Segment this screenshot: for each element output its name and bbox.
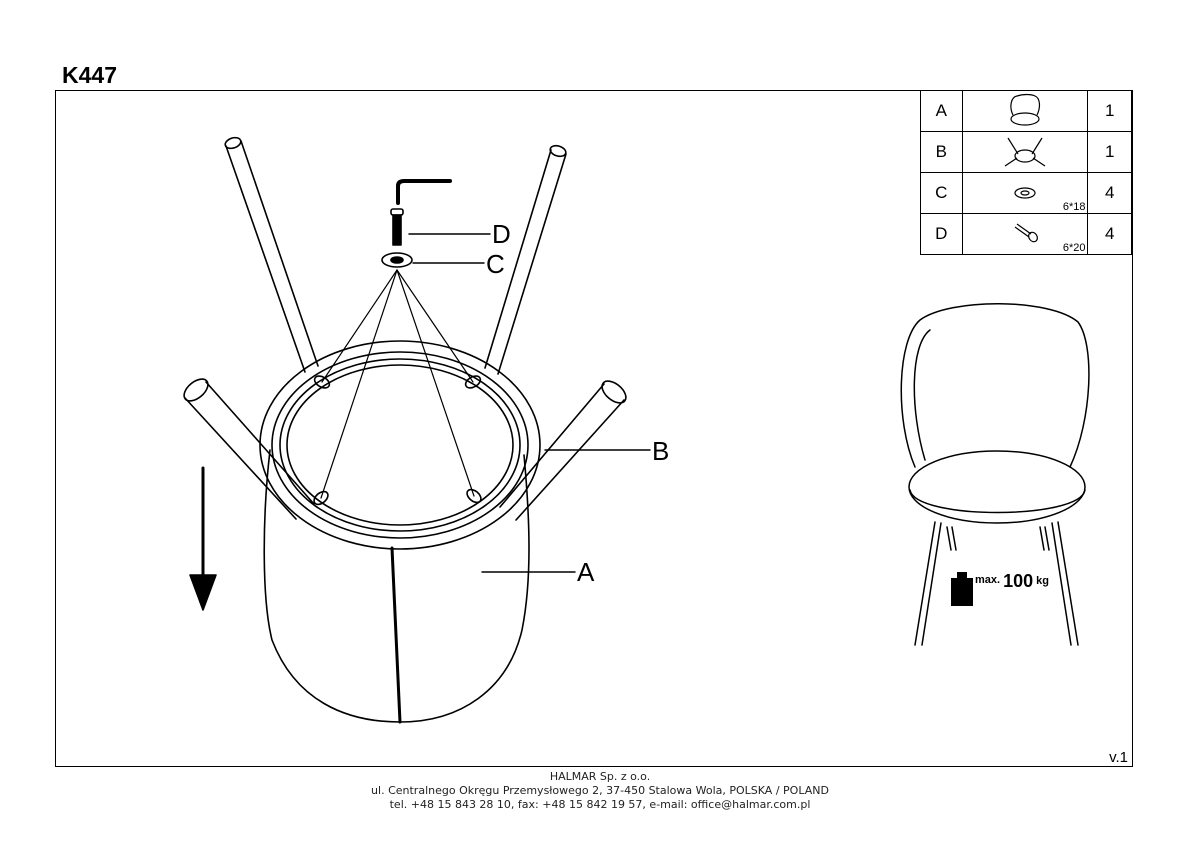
bolt-icon [1014,223,1038,243]
mount-slot [313,490,329,506]
table-row: A 1 [920,90,1132,132]
model-number: K447 [62,62,117,88]
leg-front-right [499,380,627,521]
direction-arrow-icon [189,466,217,611]
assembly-lines [320,269,475,499]
leg-front-left [183,378,315,520]
version-label: v.1 [1109,749,1128,766]
leg-frame-icon [1004,137,1046,167]
max-load-label: max. 100 kg [950,572,1049,590]
company-address: ul. Centralnego Okręgu Przemysłowego 2, … [371,784,829,797]
weight-icon [951,572,973,606]
footer: HALMAR Sp. z o.o. ul. Centralnego Okręgu… [0,770,1200,812]
part-qty: 4 [1087,172,1132,214]
part-qty: 1 [1087,131,1132,173]
callout-c: C [486,249,505,279]
table-row: B 1 [920,131,1132,173]
washer-c [381,252,413,268]
mount-slot [466,488,482,504]
company-name: HALMAR Sp. z o.o. [549,770,651,783]
company-contact: tel. +48 15 843 28 10, fax: +48 15 842 1… [389,798,811,811]
seat-shell-icon [1010,93,1041,126]
frame-ring-inner [286,364,514,526]
table-row: D 6*20 4 [920,213,1132,255]
part-size: 6*18 [1062,201,1086,213]
seat-rim-inner [271,351,529,539]
callout-a: A [577,557,595,587]
max-value: 100 [1003,571,1034,591]
part-qty: 1 [1087,90,1132,132]
callout-d: D [492,219,511,249]
drawing-frame: A 1 B 1 C [55,90,1133,767]
leg-back-right [484,144,567,375]
assembled-chair [900,303,1090,646]
max-unit: kg [1036,575,1049,587]
part-qty: 4 [1087,213,1132,255]
part-picture [961,131,1089,173]
callout-b: B [652,436,670,466]
part-picture: 6*18 [961,172,1089,214]
part-letter: A [920,90,963,132]
table-row: C 6*18 4 [920,172,1132,214]
seat-seam [390,546,402,724]
part-letter: B [920,131,963,173]
bolt-d [390,208,404,246]
parts-table: A 1 B 1 C [920,90,1132,255]
part-size: 6*20 [1062,242,1086,254]
allen-key-icon [396,179,452,205]
part-letter: D [920,213,963,255]
seat-rim-outer [259,340,541,550]
max-prefix: max. [975,574,1001,586]
part-letter: C [920,172,963,214]
leg-back-left [224,136,319,373]
part-picture [961,90,1089,132]
washer-icon [1014,187,1036,199]
frame-ring [279,358,521,532]
part-picture: 6*20 [961,213,1089,255]
